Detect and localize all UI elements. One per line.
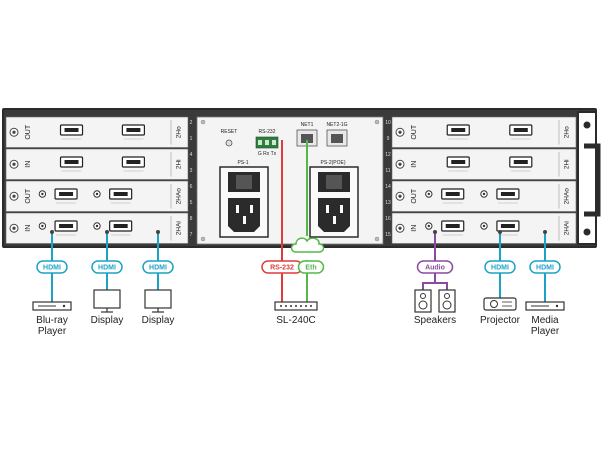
slot-direction-label: OUT [25, 124, 32, 140]
card-type-label: 2HAi [176, 221, 183, 235]
slot-number: 3 [190, 168, 193, 174]
handle-right [584, 143, 601, 217]
slot-number: 16 [385, 216, 391, 222]
eth-tag: Eth [297, 260, 325, 274]
slot-number: 15 [385, 232, 391, 238]
left-card-2: IN 2Hi [5, 148, 189, 180]
rs232-terminal[interactable] [255, 136, 279, 149]
card-type-label: 2Hi [176, 159, 183, 169]
slot-number: 10 [385, 120, 391, 126]
rs232-port-label: RS-232 [259, 129, 276, 135]
media-label-line1: Media [531, 315, 559, 326]
slot-number: 4 [190, 152, 193, 158]
network-cloud-icon [290, 237, 325, 253]
right-card-2: IN 2Hi [391, 148, 577, 180]
rs232-tag: RS-232 [261, 260, 303, 274]
slot-number: 6 [190, 184, 193, 190]
left-card-3: OUT 2HAo [5, 180, 189, 212]
slot-number: 14 [385, 184, 391, 190]
hdmi-tag-projector: HDMI [484, 260, 516, 274]
slot-number: 1 [190, 136, 193, 142]
projector-icon [483, 297, 517, 311]
rs232-pin-label: G Rx Tx [258, 151, 277, 157]
net2-port[interactable] [326, 129, 348, 147]
reset-label: RESET [221, 129, 238, 135]
slot-direction-label: IN [411, 225, 418, 232]
bluray-label-line1: Blu-ray [36, 315, 68, 326]
display-2-label: Display [142, 315, 175, 326]
card-type-label: 2Ho [564, 126, 571, 138]
control-power-module: RESET RS-232 G Rx Tx NET1 NET2-1G PS-1 P… [196, 116, 384, 245]
speakers-label: Speakers [414, 315, 456, 326]
audio-split [422, 282, 448, 290]
speaker-left-icon [414, 289, 432, 313]
ps1-label: PS-1 [237, 160, 248, 166]
ps2-ac-inlet[interactable] [318, 198, 350, 232]
slot-direction-label: OUT [411, 188, 418, 204]
slot-direction-label: OUT [25, 188, 32, 204]
hdmi-tag-bluray: HDMI [36, 260, 68, 274]
display-2-icon [144, 289, 172, 313]
hdmi-tag-display-2: HDMI [142, 260, 174, 274]
slot-number: 11 [385, 168, 390, 174]
card-type-label: 2Hi [564, 159, 571, 169]
power-supply-2 [309, 166, 359, 238]
projector-label: Projector [480, 315, 521, 326]
hdmi-tag-media: HDMI [529, 260, 561, 274]
svg-text:HDMI: HDMI [98, 265, 116, 272]
controller-label: SL-240C [276, 315, 315, 326]
svg-text:Audio: Audio [425, 265, 445, 272]
svg-text:HDMI: HDMI [43, 265, 61, 272]
controller-icon [274, 301, 318, 311]
card-type-label: 2Ho [176, 126, 183, 138]
svg-text:HDMI: HDMI [149, 265, 167, 272]
display-1-icon [93, 289, 121, 313]
slot-number: 5 [190, 200, 193, 206]
left-card-1: OUT 2Ho [5, 116, 189, 148]
right-card-1: OUT 2Ho [391, 116, 577, 148]
power-supply-1 [219, 166, 269, 238]
slot-number: 2 [190, 120, 193, 126]
bluray-player-icon [32, 301, 72, 311]
slot-number: 7 [190, 232, 193, 238]
net2-label: NET2-1G [326, 122, 347, 128]
net1-label: NET1 [301, 122, 314, 128]
ps1-ac-inlet[interactable] [228, 198, 260, 232]
slot-direction-label: OUT [411, 124, 418, 140]
bluray-label-line2: Player [38, 326, 67, 337]
right-card-4: IN 2HAi [391, 212, 577, 244]
slot-number: 8 [190, 216, 193, 222]
rack-ear-right [577, 111, 597, 245]
svg-text:HDMI: HDMI [491, 265, 509, 272]
slot-direction-label: IN [25, 161, 32, 168]
media-player-icon [525, 301, 565, 311]
ps2-label: PS-2(POE) [320, 160, 345, 166]
reset-button[interactable] [225, 139, 233, 147]
slot-direction-label: IN [25, 225, 32, 232]
media-label-line2: Player [531, 326, 560, 337]
slot-number: 12 [385, 152, 391, 158]
svg-text:Eth: Eth [305, 265, 316, 272]
left-card-4: IN 2HAi [5, 212, 189, 244]
speaker-right-icon [438, 289, 456, 313]
card-type-label: 2HAi [564, 221, 571, 235]
right-card-3: OUT 2HAo [391, 180, 577, 212]
slot-direction-label: IN [411, 161, 418, 168]
slot-number: 9 [387, 136, 390, 142]
svg-text:RS-232: RS-232 [270, 265, 294, 272]
card-type-label: 2HAo [564, 188, 571, 205]
card-type-label: 2HAo [176, 188, 183, 205]
display-1-label: Display [91, 315, 124, 326]
svg-text:HDMI: HDMI [536, 265, 554, 272]
audio-tag: Audio [416, 260, 454, 274]
slot-number: 13 [385, 200, 391, 206]
hdmi-tag-display-1: HDMI [91, 260, 123, 274]
